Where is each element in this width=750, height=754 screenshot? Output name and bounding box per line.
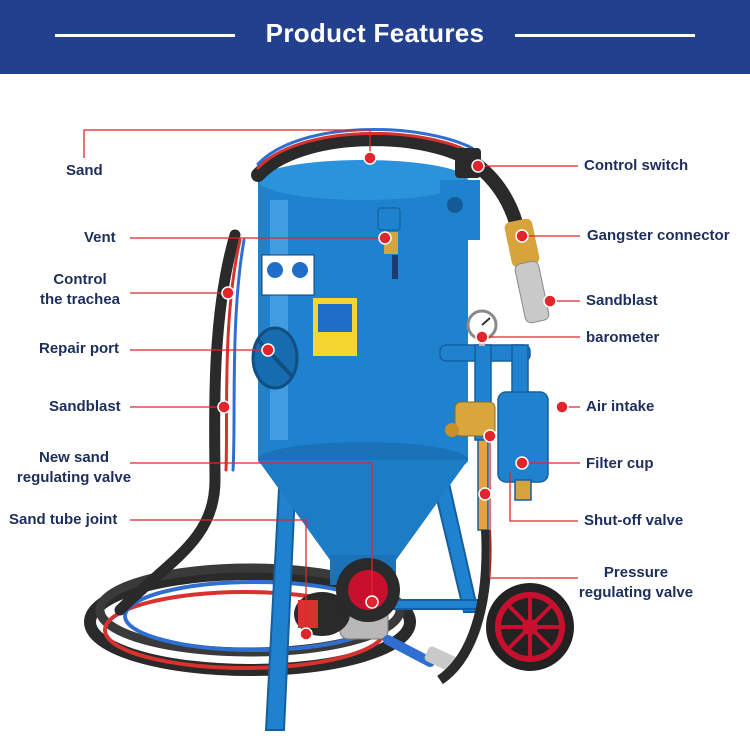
label-repair-port: Repair port [39, 340, 120, 357]
page-title: Product Features [265, 18, 485, 48]
repair-port-hatch [251, 326, 299, 390]
brass-valve [445, 401, 496, 437]
label-sand: Sand [66, 162, 103, 179]
label-air-intake: Air intake [586, 398, 655, 415]
label-shutoff-valve: Shut-off valve [584, 512, 684, 529]
label-control-trachea-line1: Control [53, 271, 107, 288]
banner-rule-left [55, 34, 235, 37]
label-control-trachea: Control the trachea [30, 270, 130, 310]
label-control-switch: Control switch [584, 157, 689, 174]
tank-body [258, 160, 480, 585]
label-sandblast-left: Sandblast [49, 398, 121, 415]
label-filter-cup: Filter cup [586, 455, 654, 472]
cart-wheel-back [336, 558, 400, 622]
label-gangster-connector: Gangster connector [587, 227, 730, 244]
banner-rule-right [515, 34, 695, 37]
label-pressure-valve-line1: Pressure [603, 564, 669, 581]
label-sand-tube-joint: Sand tube joint [9, 511, 118, 528]
callout-dots [217, 151, 569, 641]
label-barometer: barometer [586, 329, 660, 346]
label-sandblast-right: Sandblast [586, 292, 658, 309]
hose-to-wheel [437, 529, 492, 685]
label-vent: Vent [84, 229, 116, 246]
label-new-sand-valve-line1: New sand [38, 449, 110, 466]
label-new-sand-valve: New sand regulating valve [14, 448, 134, 488]
cart-wheel-front [486, 583, 574, 671]
safety-signs [261, 254, 357, 356]
label-pressure-valve-line2: regulating valve [578, 584, 694, 601]
label-control-trachea-line2: the trachea [39, 291, 121, 308]
label-pressure-valve: Pressure regulating valve [574, 563, 698, 603]
label-new-sand-valve-line2: regulating valve [16, 469, 132, 486]
header-banner: Product Features [0, 0, 750, 74]
leader-lines [83, 129, 580, 634]
